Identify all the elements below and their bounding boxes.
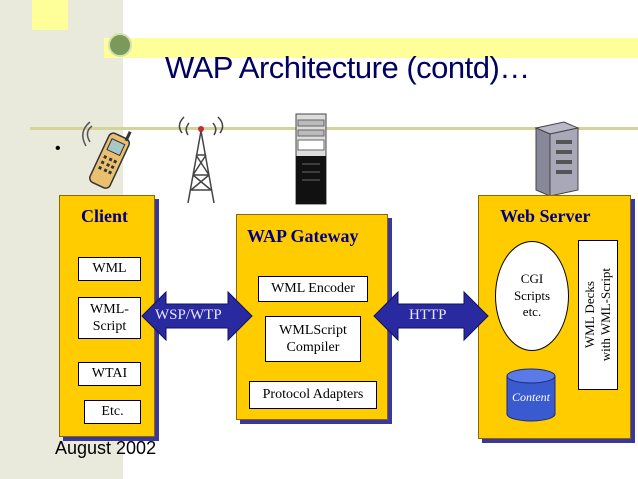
globe-logo-icon xyxy=(108,33,132,57)
gateway-server-icon xyxy=(295,113,327,205)
gateway-item-adapters: Protocol Adapters xyxy=(249,381,377,409)
bullet: • xyxy=(55,140,61,157)
wsp-wtp-label: WSP/WTP xyxy=(155,307,222,323)
gateway-item-encoder: WML Encoder xyxy=(258,276,368,302)
title-rule xyxy=(30,127,638,130)
http-arrow xyxy=(373,290,489,342)
footer-date: August 2002 xyxy=(55,438,157,458)
client-label: Client xyxy=(81,206,128,226)
client-item-wml: WML xyxy=(78,257,141,281)
wml-decks-label: WML Decks with WML-Script xyxy=(582,268,613,362)
radio-tower-icon xyxy=(178,116,224,204)
client-item-wmlscript: WML- Script xyxy=(78,297,141,339)
decor-square xyxy=(32,0,68,30)
wsp-wtp-arrow xyxy=(141,290,253,342)
client-item-wtai: WTAI xyxy=(78,362,141,386)
gateway-item-compiler: WMLScript Compiler xyxy=(265,316,361,362)
gateway-label: WAP Gateway xyxy=(247,226,359,246)
web-server-icon xyxy=(534,121,580,197)
webserver-label: Web Server xyxy=(500,206,591,226)
client-item-etc: Etc. xyxy=(84,400,141,424)
title-bar xyxy=(104,38,638,58)
content-database-icon xyxy=(506,368,556,422)
content-label: Content xyxy=(512,390,550,404)
wml-decks-box: WML Decks with WML-Script xyxy=(578,240,618,390)
slide-title: WAP Architecture (contd)… xyxy=(165,50,530,85)
cgi-scripts-ellipse: CGI Scripts etc. xyxy=(495,241,569,351)
http-label: HTTP xyxy=(409,307,447,323)
cell-phone-icon xyxy=(82,121,132,189)
